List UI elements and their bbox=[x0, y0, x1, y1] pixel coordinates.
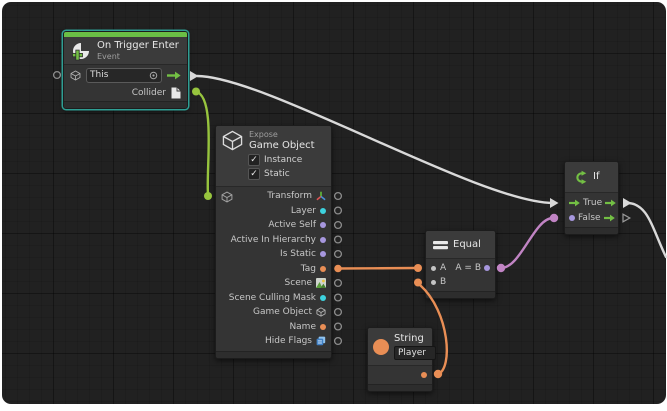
lavender-type-dot bbox=[320, 222, 326, 229]
output-row-scene-culling-mask[interactable]: Scene Culling Mask bbox=[216, 291, 331, 306]
checkbox-check-icon[interactable]: ✓ bbox=[248, 167, 260, 180]
cube-icon bbox=[316, 307, 326, 317]
true-label: True bbox=[583, 197, 603, 208]
scene-icon bbox=[316, 278, 326, 289]
node-footer bbox=[216, 350, 331, 358]
event-icon bbox=[71, 41, 91, 61]
output-row-layer[interactable]: Layer bbox=[216, 204, 331, 219]
node-footer bbox=[368, 384, 432, 391]
game-object-input-cube-icon[interactable] bbox=[221, 191, 233, 203]
node-expose-game-object[interactable]: Expose Game Object ✓ Instance ✓ Static T… bbox=[215, 125, 332, 359]
checkbox-static[interactable]: ✓ Static bbox=[248, 167, 325, 180]
node-title: Equal bbox=[453, 238, 481, 250]
condition-input-port[interactable] bbox=[569, 214, 575, 221]
false-label: False bbox=[578, 212, 601, 223]
checkbox-check-icon[interactable]: ✓ bbox=[248, 153, 260, 166]
target-picker-icon[interactable] bbox=[149, 71, 158, 80]
lavender-type-dot bbox=[320, 251, 326, 258]
node-title: Game Object bbox=[249, 140, 315, 151]
node-title: On Trigger Enter bbox=[97, 39, 179, 51]
output-row-scene[interactable]: Scene bbox=[216, 276, 331, 291]
string-output-row[interactable] bbox=[368, 366, 432, 384]
wire-cube-icon bbox=[222, 130, 243, 151]
output-port-string[interactable] bbox=[421, 372, 427, 378]
string-value-field[interactable]: Player bbox=[394, 346, 436, 360]
node-header[interactable]: If bbox=[565, 162, 618, 193]
if-row-false[interactable]: False bbox=[569, 210, 615, 225]
cube-icon bbox=[70, 70, 81, 81]
output-row-game-object[interactable]: Game Object bbox=[216, 305, 331, 320]
branch-icon bbox=[571, 169, 588, 186]
cyan-type-dot bbox=[320, 207, 326, 214]
transform-axes-icon bbox=[316, 191, 326, 201]
node-footer bbox=[426, 291, 495, 298]
node-subtitle: Event bbox=[97, 51, 120, 61]
checkbox-instance[interactable]: ✓ Instance bbox=[248, 153, 325, 166]
output-row-active-self[interactable]: Active Self bbox=[216, 218, 331, 233]
cyan-type-dot bbox=[320, 294, 326, 301]
true-flow-output-arrow-icon[interactable] bbox=[605, 199, 616, 207]
equal-row-b[interactable]: B bbox=[431, 275, 490, 289]
node-title: If bbox=[593, 171, 600, 182]
input-port-a[interactable] bbox=[431, 265, 436, 271]
hide-flags-icon bbox=[316, 336, 326, 346]
node-header[interactable]: String Player bbox=[368, 328, 436, 366]
node-string-literal[interactable]: String Player bbox=[367, 327, 436, 392]
flow-input-arrow-icon[interactable] bbox=[569, 199, 580, 207]
output-row-active-in-hierarchy[interactable]: Active In Hierarchy bbox=[216, 233, 331, 248]
selection-highlight-bar bbox=[64, 32, 187, 37]
node-footer bbox=[565, 227, 618, 234]
orange-type-dot bbox=[320, 323, 326, 330]
lavender-type-dot bbox=[320, 236, 326, 243]
input-port-b[interactable] bbox=[431, 279, 436, 285]
node-title: String bbox=[394, 333, 424, 344]
node-header[interactable]: On Trigger Enter Event bbox=[64, 37, 187, 65]
node-kind-label: Expose bbox=[249, 130, 278, 139]
node-header[interactable]: Equal bbox=[426, 231, 495, 259]
comparison-output-label: A = B bbox=[455, 263, 481, 273]
output-row-is-static[interactable]: Is Static bbox=[216, 247, 331, 262]
string-type-icon bbox=[373, 338, 389, 355]
if-row-true[interactable]: True bbox=[569, 195, 616, 210]
target-field[interactable]: This bbox=[86, 67, 162, 83]
input-a-label: A bbox=[440, 263, 447, 273]
output-row-name[interactable]: Name bbox=[216, 320, 331, 335]
equals-icon bbox=[433, 240, 448, 250]
input-b-label: B bbox=[440, 277, 447, 287]
node-equal[interactable]: Equal A A = B B bbox=[425, 230, 496, 299]
output-port-comparison[interactable] bbox=[484, 265, 490, 271]
collider-output-label: Collider bbox=[131, 88, 166, 98]
equal-row-a[interactable]: A A = B bbox=[431, 261, 490, 275]
output-row-transform[interactable]: Transform bbox=[216, 189, 331, 204]
node-header[interactable]: Expose Game Object ✓ Instance ✓ Static bbox=[216, 126, 331, 187]
node-if[interactable]: If True False bbox=[564, 161, 619, 235]
node-on-trigger-enter[interactable]: On Trigger Enter Event This Collider bbox=[63, 31, 188, 109]
checkbox-instance-label: Instance bbox=[264, 154, 303, 165]
checkbox-static-label: Static bbox=[264, 168, 290, 179]
node-footer bbox=[64, 101, 187, 108]
orange-type-dot bbox=[320, 265, 326, 272]
false-flow-output-arrow-icon[interactable] bbox=[603, 214, 615, 222]
target-value: This bbox=[90, 70, 109, 80]
output-row-hide-flags[interactable]: Hide Flags bbox=[216, 334, 331, 349]
output-row-tag[interactable]: Tag bbox=[216, 262, 331, 277]
document-icon[interactable] bbox=[171, 87, 181, 99]
flow-output-arrow-icon[interactable] bbox=[167, 71, 181, 80]
